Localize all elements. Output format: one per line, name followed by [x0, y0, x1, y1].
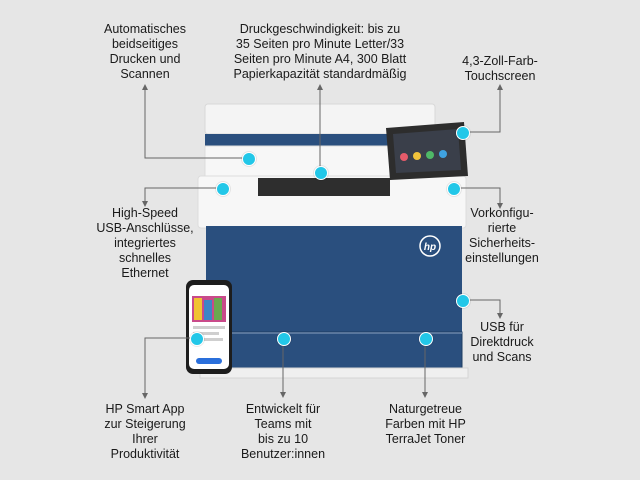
- hotspot-toner[interactable]: [419, 332, 433, 346]
- arrow-icon: [280, 392, 286, 398]
- callout-smart-app: HP Smart App zur Steigerung Ihrer Produk…: [104, 402, 186, 461]
- hotspot-usb-direct[interactable]: [456, 294, 470, 308]
- callout-security: Vorkonfigu- rierte Sicherheits- einstell…: [465, 206, 539, 265]
- callout-speed: Druckgeschwindigkeit: bis zu 35 Seiten p…: [233, 22, 407, 81]
- smartphone: [186, 280, 232, 374]
- arrow-icon: [317, 84, 323, 90]
- hotspot-duplex[interactable]: [242, 152, 256, 166]
- callout-usb-direct: USB für Direktdruck und Scans: [470, 320, 534, 364]
- callout-usb-fast: High-Speed USB-Anschlüsse, integriertes …: [96, 206, 194, 280]
- callout-touchscreen: 4,3-Zoll-Farb- Touchscreen: [462, 54, 538, 83]
- arrow-icon: [497, 203, 503, 209]
- hp-logo: hp: [419, 235, 441, 257]
- hotspot-speed[interactable]: [314, 166, 328, 180]
- callout-duplex: Automatisches beidseitiges Drucken und S…: [104, 22, 186, 81]
- arrow-icon: [142, 201, 148, 207]
- touchscreen-panel: [386, 122, 468, 180]
- arrow-icon: [497, 313, 503, 319]
- hotspot-security[interactable]: [447, 182, 461, 196]
- arrow-icon: [142, 84, 148, 90]
- arrow-icon: [422, 392, 428, 398]
- callout-toner: Naturgetreue Farben mit HP TerraJet Tone…: [385, 402, 466, 446]
- svg-text:hp: hp: [424, 242, 436, 253]
- hotspot-touchscreen[interactable]: [456, 126, 470, 140]
- hotspot-smart-app[interactable]: [190, 332, 204, 346]
- callout-teams: Entwickelt für Teams mit bis zu 10 Benut…: [240, 402, 326, 461]
- arrow-icon: [497, 84, 503, 90]
- arrow-icon: [142, 393, 148, 399]
- hotspot-teams[interactable]: [277, 332, 291, 346]
- hotspot-usb-fast[interactable]: [216, 182, 230, 196]
